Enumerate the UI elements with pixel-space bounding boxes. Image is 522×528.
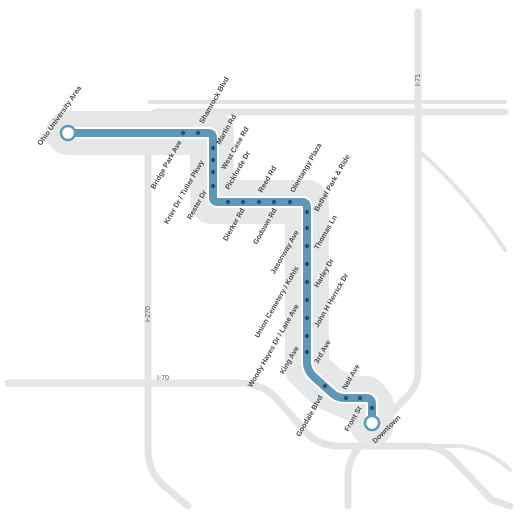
stop-marker-goodale-blvd[interactable]	[322, 383, 328, 389]
stop-marker-pickforde-dr[interactable]	[210, 169, 216, 175]
stop-marker-rester-dr[interactable]	[225, 199, 231, 205]
terminal-marker-south[interactable]	[363, 414, 381, 432]
road-minor-southeast	[378, 444, 512, 472]
road-label-i70: I-70	[157, 375, 169, 382]
stop-marker-godown-rd[interactable]	[271, 199, 277, 205]
road-label-i71: I-71	[415, 74, 422, 86]
stop-marker-dierker-rd[interactable]	[240, 199, 246, 205]
stop-marker-king-ave[interactable]	[304, 333, 310, 339]
road-minor-east	[416, 148, 507, 252]
stop-markers	[180, 130, 375, 411]
road-network	[4, 8, 514, 510]
stop-marker-harley-dr[interactable]	[304, 279, 310, 285]
stop-marker-olentangy-plaza[interactable]	[287, 199, 293, 205]
stop-marker-neil-ave[interactable]	[343, 395, 349, 401]
stop-marker-woody-hayes-dr[interactable]	[304, 315, 310, 321]
terminal-marker-north[interactable]	[59, 124, 77, 142]
stop-marker-john-h-herrick-dr[interactable]	[304, 297, 310, 303]
stop-marker-union-cemetery[interactable]	[304, 261, 310, 267]
stop-marker-shamrock-blvd[interactable]	[195, 130, 201, 136]
stop-marker-3rd-ave[interactable]	[304, 349, 310, 355]
road-label-i270: I-270	[145, 306, 152, 322]
stop-marker-west-case-rd[interactable]	[210, 157, 216, 163]
stop-marker-front-st-2[interactable]	[369, 405, 375, 411]
stop-marker-front-st[interactable]	[357, 395, 363, 401]
stop-marker-jasonway-ave[interactable]	[304, 225, 310, 231]
stop-marker-martin-rd[interactable]	[210, 145, 216, 151]
stop-marker-bethel-park-ride[interactable]	[304, 209, 310, 215]
stop-marker-bridge-park-ave[interactable]	[180, 130, 186, 136]
stop-marker-thomas-ln[interactable]	[304, 243, 310, 249]
road-i70	[4, 379, 514, 510]
stop-label-bethel-park-ride: Bethel Park & Ride	[312, 153, 352, 213]
stop-marker-reed-rd[interactable]	[256, 199, 262, 205]
stop-marker-krier-dr[interactable]	[210, 183, 216, 189]
